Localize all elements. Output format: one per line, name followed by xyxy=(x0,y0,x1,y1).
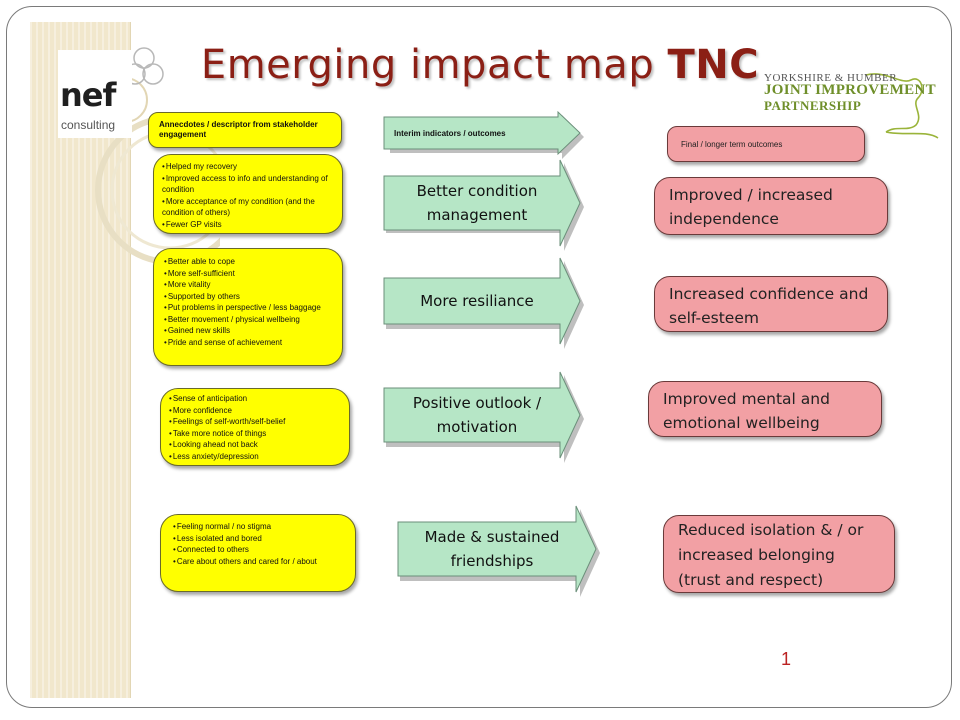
final-header: Final / longer term outcomes xyxy=(667,126,865,162)
title-suffix: TNC xyxy=(667,42,760,88)
final-outcome-label: Improved / increased independence xyxy=(669,186,833,228)
final-outcome-3: Improved mental and emotional wellbeing xyxy=(648,381,882,437)
list-item: More acceptance of my condition (and the… xyxy=(162,196,336,219)
anecdote-box-4: Feeling normal / no stigma Less isolated… xyxy=(160,514,356,592)
logo-subtitle: consulting xyxy=(61,118,116,132)
list-item: Fewer GP visits xyxy=(162,219,336,231)
list-item: Improved access to info and understandin… xyxy=(162,173,336,196)
final-outcome-4: Reduced isolation & / or increased belon… xyxy=(663,515,895,593)
final-header-label: Final / longer term outcomes xyxy=(681,139,783,149)
anecdote-box-2: Better able to cope More self-sufficient… xyxy=(153,248,343,366)
final-outcome-label: Reduced isolation & / or increased belon… xyxy=(678,521,864,589)
interim-arrow-label: Made & sustained friendships xyxy=(424,528,560,570)
list-item: More vitality xyxy=(164,279,336,291)
nef-logo: nef consulting xyxy=(58,50,132,138)
list-item: Less anxiety/depression xyxy=(169,451,343,463)
page-title: Emerging impact map TNC xyxy=(0,42,960,88)
page-number: 1 xyxy=(781,649,792,669)
clover-icon xyxy=(124,47,164,85)
title-prefix: Emerging impact map xyxy=(200,42,655,88)
map-outline-icon xyxy=(865,73,939,139)
interim-arrow-4: Made & sustained friendships xyxy=(397,505,600,597)
list-item: Connected to others xyxy=(173,544,347,556)
list-item: Better movement / physical wellbeing xyxy=(164,314,336,326)
interim-header-label: Interim indicators / outcomes xyxy=(394,128,506,138)
list-item: Feeling normal / no stigma xyxy=(173,521,347,533)
list-item: Pride and sense of achievement xyxy=(164,337,336,349)
list-item: Gained new skills xyxy=(164,325,336,337)
list-item: More self-sufficient xyxy=(164,268,336,280)
list-item: Care about others and cared for / about xyxy=(173,556,347,568)
list-item: Supported by others xyxy=(164,291,336,303)
list-item: Put problems in perspective / less bagga… xyxy=(164,302,336,314)
interim-arrow-label: More resiliance xyxy=(420,292,534,310)
logo-brand: nef xyxy=(60,76,116,114)
interim-arrow-3: Positive outlook / motivation xyxy=(383,371,584,463)
list-item: More confidence xyxy=(169,405,343,417)
anecdotes-header: Annecdotes / descriptor from stakeholder… xyxy=(148,112,342,148)
final-outcome-label: Increased confidence and self-esteem xyxy=(669,285,869,327)
partner-line-1: YORKSHIRE & HUMBER xyxy=(764,72,898,84)
list-item: Better able to cope xyxy=(164,256,336,268)
interim-arrow-label: Better condition management xyxy=(416,182,538,224)
interim-header-arrow: Interim indicators / outcomes xyxy=(383,110,584,159)
anecdotes-header-label: Annecdotes / descriptor from stakeholder… xyxy=(159,120,318,139)
list-item: Looking ahead not back xyxy=(169,439,343,451)
final-outcome-2: Increased confidence and self-esteem xyxy=(654,276,888,332)
final-outcome-1: Improved / increased independence xyxy=(654,177,888,235)
list-item: Sense of anticipation xyxy=(169,393,343,405)
partner-line-3: PARTNERSHIP xyxy=(764,98,862,113)
list-item: Take more notice of things xyxy=(169,428,343,440)
interim-arrow-label: Positive outlook / motivation xyxy=(412,394,542,436)
partner-line-2: JOINT IMPROVEMENT xyxy=(764,82,936,98)
interim-arrow-1: Better condition management xyxy=(383,159,584,251)
partner-logo: YORKSHIRE & HUMBER JOINT IMPROVEMENT PAR… xyxy=(760,70,940,140)
list-item: Helped my recovery xyxy=(162,161,336,173)
final-outcome-label: Improved mental and emotional wellbeing xyxy=(663,390,830,432)
list-item: Less isolated and bored xyxy=(173,533,347,545)
anecdote-box-3: Sense of anticipation More confidence Fe… xyxy=(160,388,350,466)
interim-arrow-2: More resiliance xyxy=(383,257,584,349)
list-item: Feelings of self-worth/self-belief xyxy=(169,416,343,428)
anecdote-box-1: Helped my recovery Improved access to in… xyxy=(153,154,343,234)
